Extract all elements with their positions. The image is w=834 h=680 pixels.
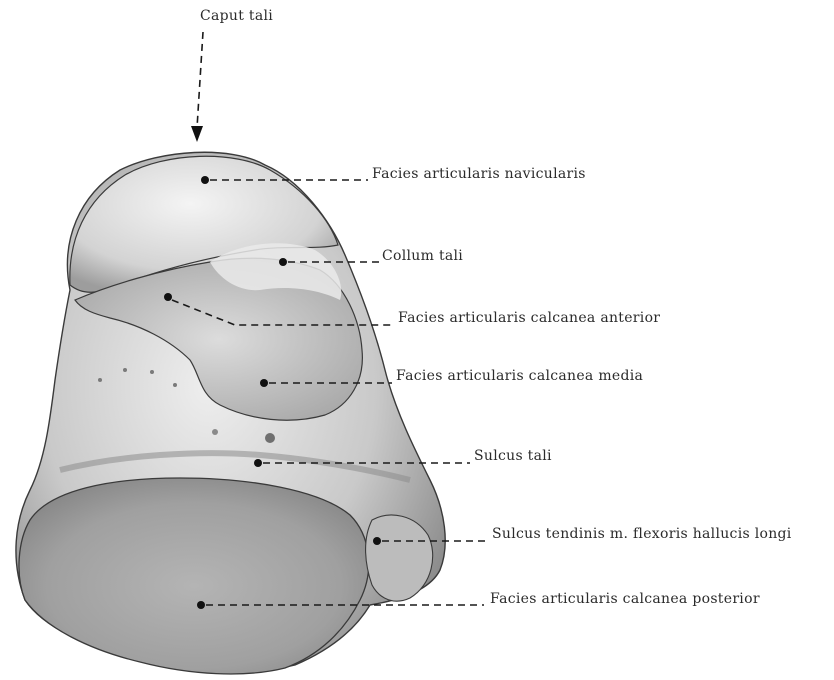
label-facies-articularis-navicularis: Facies articularis navicularis <box>372 166 586 182</box>
foramen-mark <box>265 433 275 443</box>
facet-posterior-shape <box>19 478 369 674</box>
foramen-mark <box>98 378 102 382</box>
foramen-mark <box>150 370 154 374</box>
foramen-mark <box>123 368 127 372</box>
foramen-mark <box>173 383 177 387</box>
pointer-dot <box>254 459 262 467</box>
caput-tali-callout: Caput tali <box>191 8 273 142</box>
pointer-dot <box>197 601 205 609</box>
caput-tali-label: Caput tali <box>200 8 273 24</box>
pointer-dot <box>201 176 209 184</box>
caput-tali-arrowhead <box>191 126 203 142</box>
foramen-mark <box>212 429 218 435</box>
label-sulcus-tendinis: Sulcus tendinis m. flexoris hallucis lon… <box>492 526 792 542</box>
pointer-dot <box>279 258 287 266</box>
pointer-dot <box>373 537 381 545</box>
pointer-dot <box>164 293 172 301</box>
label-facies-articularis-calcanea-media: Facies articularis calcanea media <box>396 368 643 384</box>
label-facies-articularis-calcanea-anterior: Facies articularis calcanea anterior <box>398 310 660 326</box>
label-sulcus-tali: Sulcus tali <box>474 448 552 464</box>
caput-tali-arrow-line <box>197 32 203 128</box>
talus-bone <box>16 152 445 674</box>
pointer-dot <box>260 379 268 387</box>
label-collum-tali: Collum tali <box>382 248 463 264</box>
label-facies-articularis-calcanea-posterior: Facies articularis calcanea posterior <box>490 591 760 607</box>
